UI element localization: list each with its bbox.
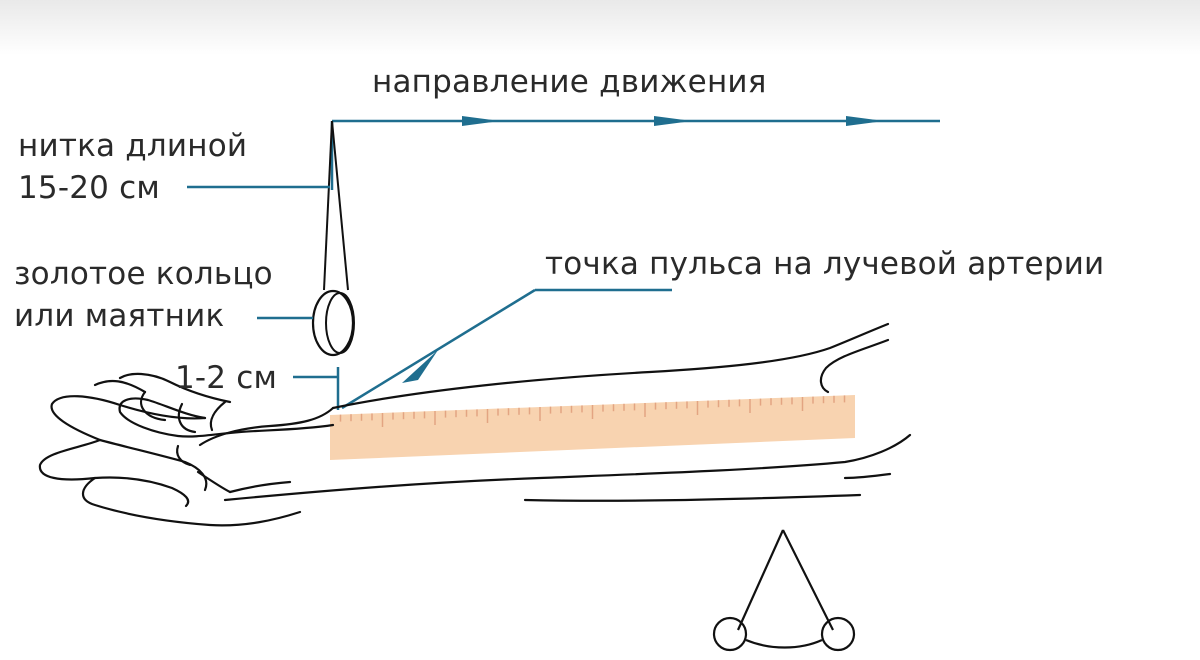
arm-outline (38, 322, 912, 527)
second-pendulum (712, 529, 856, 652)
distance-marker (293, 367, 340, 410)
direction-arrow (330, 116, 940, 190)
ring-label-line2: или маятник (14, 298, 225, 334)
direction-arrowhead-2 (654, 116, 692, 126)
ring-label-line1: золотое кольцо (14, 256, 273, 292)
ring-pendulum (311, 289, 355, 357)
direction-arrowhead-3 (846, 116, 884, 126)
pulse-point-label: точка пульса на лучевой артерии (545, 246, 1105, 282)
pulse-point-leader (341, 288, 672, 410)
ruler (330, 395, 855, 460)
direction-label: направление движения (372, 64, 767, 100)
ruler-ticks (339, 395, 846, 427)
thread-label-line1: нитка длиной (18, 128, 248, 164)
thread (323, 120, 349, 291)
distance-label: 1-2 см (175, 360, 278, 396)
direction-arrowhead-1 (462, 116, 500, 126)
thread-label-line2: 15-20 см (18, 170, 160, 206)
